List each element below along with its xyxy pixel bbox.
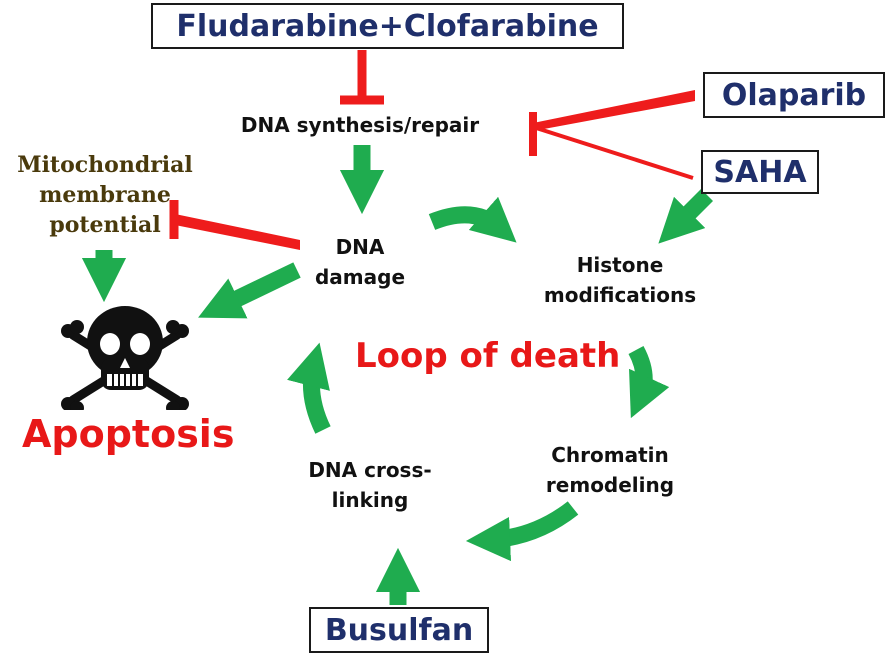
apoptosis-label: Apoptosis — [22, 412, 235, 456]
busulfan-box: Busulfan — [309, 607, 489, 653]
dna-synthesis-repair-label: DNA synthesis/repair — [240, 113, 480, 137]
inhibit-olaparib-saha-to-dna-synthesis — [529, 90, 695, 180]
inhibit-dna-damage-to-mitochondria — [169, 200, 300, 250]
inhibit-fludarabine-to-dna-synthesis — [340, 50, 384, 105]
arrow-chromatin-to-dna-cross-linking — [465, 501, 579, 562]
mitochondrial-membrane-potential-label: Mitochondrial membrane potential — [17, 152, 193, 238]
busulfan-label: Busulfan — [324, 612, 474, 648]
fludarabine-clofarabine-box: Fludarabine+Clofarabine — [151, 3, 624, 49]
fludarabine-clofarabine-label: Fludarabine+Clofarabine — [176, 8, 599, 44]
arrow-dna-damage-to-histone — [428, 196, 517, 243]
saha-label: SAHA — [713, 154, 807, 190]
dna-damage-label: DNA damage — [314, 235, 406, 289]
olaparib-label: Olaparib — [721, 77, 867, 113]
olaparib-box: Olaparib — [703, 72, 885, 118]
arrow-dna-damage-to-apoptosis — [198, 262, 301, 319]
skull-crossbones-icon — [61, 306, 189, 410]
arrow-dna-cross-linking-to-dna-damage — [287, 342, 331, 434]
chromatin-remodeling-label: Chromatin remodeling — [545, 443, 675, 497]
arrow-saha-to-histone — [658, 188, 714, 244]
arrow-histone-to-chromatin — [628, 345, 670, 419]
saha-box: SAHA — [701, 150, 819, 194]
loop-of-death-label: Loop of death — [355, 336, 621, 376]
histone-modifications-label: Histone modifications — [543, 253, 697, 307]
dna-cross-linking-label: DNA cross- linking — [308, 458, 432, 512]
